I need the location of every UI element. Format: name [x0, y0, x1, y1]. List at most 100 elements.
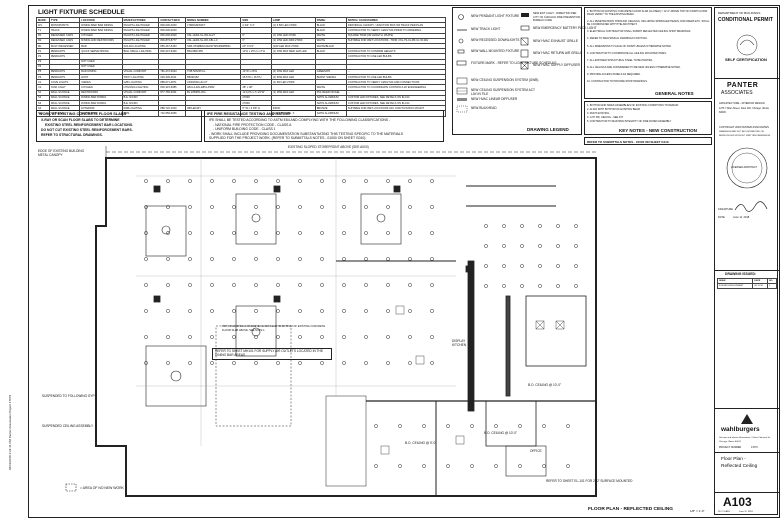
reflected-ceiling-plan	[65, 146, 597, 497]
recessed-downlight	[276, 361, 280, 365]
recessed-downlight	[320, 257, 324, 261]
schedule-cell	[345, 110, 447, 117]
recessed-downlight	[430, 361, 434, 365]
key-notes-box: 1. BOTTOM AND SIDES ASSEMBLIES OF EXISTI…	[584, 101, 712, 135]
schedule-cell	[240, 110, 272, 117]
recessed-downlight	[144, 179, 148, 183]
fire-notes-box: IFE FIRE RESISTANCE TESTING AND RATING I…	[204, 110, 444, 142]
work-note-line: X-RAY OR SCAN FLOOR SLABS TO DETERMINE	[41, 118, 120, 122]
recessed-downlight	[144, 309, 148, 313]
recessed-downlight	[374, 464, 378, 468]
recessed-downlight	[188, 335, 192, 339]
recessed-downlight	[144, 361, 148, 365]
submittal-ref: REFER TO SUBMITTALS NOTES - 01000 ON SHE…	[587, 140, 670, 144]
client-address: Vacuum and Interior Renovation, 1 East C…	[719, 437, 771, 443]
recessed-downlight	[166, 335, 170, 339]
legend-item: NEW HVAC RETURN AIR GRILLE	[533, 51, 583, 55]
recessed-downlight	[232, 179, 236, 183]
recessed-downlight	[538, 244, 542, 248]
plan-note: SUSPENDED TO FOLLOWING GYP.	[42, 394, 96, 398]
recessed-downlight	[566, 424, 570, 428]
fire-note-line: - UNIFORM BUILDING CODE - CLASS 1	[213, 127, 276, 131]
legend-item: NEW WALL MOUNTED FIXTURE	[471, 49, 520, 53]
plan-note: EXISTING SLOPED STOREFRONT ABOVE (SEE A0…	[288, 145, 369, 149]
recessed-downlight	[422, 464, 426, 468]
recessed-downlight	[232, 361, 236, 365]
ceiling-height-tag: B.O. CEILING @ 10'-0"	[528, 383, 562, 387]
recessed-downlight	[320, 309, 324, 313]
margin-plot-path: 06/11/2018 3:24:41 PM Panter Associates …	[8, 394, 12, 470]
recessed-downlight	[502, 244, 506, 248]
project-number-label: PROJECT NUMBER	[719, 446, 742, 449]
recessed-downlight	[232, 257, 236, 261]
recessed-downlight	[342, 231, 346, 235]
recessed-downlight	[254, 205, 258, 209]
recessed-downlight	[364, 257, 368, 261]
schedule-cell: ORS	[121, 110, 160, 117]
recessed-downlight	[254, 283, 258, 287]
recessed-downlight	[556, 244, 560, 248]
permit-dept: DEPARTMENT OF BUILDINGS	[718, 11, 761, 15]
recessed-downlight	[254, 335, 258, 339]
legend-item: NEW CEILING SUSPENSION SYSTEM ACT	[471, 88, 535, 92]
recessed-downlight	[520, 284, 524, 288]
schedule-title: LIGHT FIXTURE SCHEDULE	[38, 9, 125, 16]
key-note: 3. PAINT EXISTING	[587, 112, 610, 116]
legend-item: NEW HVAC LINEAR DIFFUSER	[471, 97, 518, 101]
recessed-downlight	[494, 424, 498, 428]
general-note: 2. ALL PENETRATIONS THROUGH CEILINGS, IN…	[587, 20, 710, 27]
recessed-downlight	[446, 464, 450, 468]
recessed-downlight	[232, 205, 236, 209]
plan-scale: 1/8" = 1'-0"	[690, 509, 705, 513]
recessed-downlight	[408, 283, 412, 287]
recessed-downlight	[422, 424, 426, 428]
recessed-downlight	[188, 179, 192, 183]
fire-note-line: IFE SHALL BE TESTED ACCORDING TO ASTM E8…	[209, 118, 391, 122]
recessed-downlight	[342, 309, 346, 313]
recessed-downlight	[430, 231, 434, 235]
recessed-downlight	[232, 283, 236, 287]
permit-stamp	[736, 34, 758, 56]
plan-title: FLOOR PLAN - REFLECTED CEILING	[588, 507, 674, 512]
sheet-title: Floor Plan -	[721, 457, 746, 462]
recessed-downlight	[298, 179, 302, 183]
signature-mark	[734, 201, 768, 212]
recessed-downlight	[254, 179, 258, 183]
architect-seal	[726, 147, 768, 189]
key-notes-title: KEY NOTES - NEW CONSTRUCTION	[619, 128, 697, 133]
recessed-downlight	[276, 179, 280, 183]
recessed-downlight	[232, 231, 236, 235]
room-label-display-kitchen: DISPLAY KITCHEN	[452, 339, 466, 347]
recessed-downlight	[298, 231, 302, 235]
recessed-downlight	[408, 309, 412, 313]
recessed-downlight	[374, 424, 378, 428]
recessed-downlight	[298, 205, 302, 209]
recessed-downlight	[520, 264, 524, 268]
recessed-downlight	[254, 361, 258, 365]
plan-note: REFER TO SHEET MH101 FOR SUPPLY AIR OUTL…	[215, 349, 323, 357]
recessed-downlight	[386, 309, 390, 313]
self-certification: SELF CERTIFICATION	[725, 57, 767, 62]
legend-item: NEW RECESSED DOWNLIGHTS	[471, 38, 520, 42]
recessed-downlight	[276, 309, 280, 313]
firm-address: 1275 Y Main Street, Suite 100, Chicago, …	[719, 107, 769, 114]
legend-item: LAY-IN TILE	[471, 92, 489, 96]
recessed-downlight	[408, 231, 412, 235]
recessed-downlight	[210, 361, 214, 365]
recessed-downlight	[408, 257, 412, 261]
recessed-downlight	[320, 179, 324, 183]
recessed-downlight	[342, 283, 346, 287]
recessed-downlight	[502, 224, 506, 228]
drawing-issued-label: DRAWING ISSUED:	[725, 272, 757, 276]
recessed-downlight	[276, 283, 280, 287]
recessed-downlight	[232, 335, 236, 339]
recessed-downlight	[574, 284, 578, 288]
fire-note-line: - WORK SHALL INCLUDE PROVIDING DOCUMENTA…	[209, 132, 404, 136]
recessed-downlight	[298, 283, 302, 287]
recessed-downlight	[298, 309, 302, 313]
general-note: 4. REFER TO MECHANICAL DRAWINGS FOR HVAC…	[587, 37, 648, 41]
permit-title: CONDITIONAL PERMIT	[718, 17, 773, 23]
